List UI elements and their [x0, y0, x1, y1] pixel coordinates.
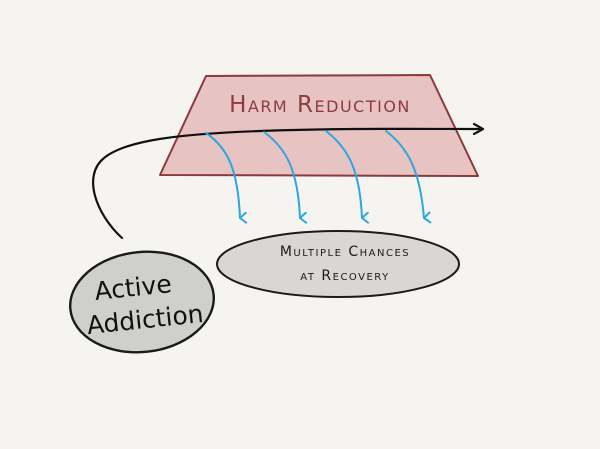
chance-arrow-2: [263, 131, 308, 224]
recovery-label-line1: Multiple Chances: [280, 244, 410, 260]
recovery-node: Multiple Chances at Recovery: [216, 230, 460, 298]
chance-arrows: [205, 130, 432, 224]
harm-reduction-box: Harm Reduction: [159, 74, 479, 177]
recovery-ellipse: [216, 230, 460, 298]
chance-arrow-3: [325, 130, 370, 224]
harm-reduction-shape: [159, 74, 479, 177]
main-path-arrow: [92, 129, 482, 240]
harm-reduction-label: Harm Reduction: [229, 92, 411, 118]
chance-arrow-4: [385, 130, 432, 224]
active-addiction-node: Active Addiction: [69, 250, 215, 354]
active-addiction-ellipse: [69, 250, 215, 354]
chance-arrow-1: [205, 132, 248, 224]
recovery-label-line2: at Recovery: [300, 268, 389, 284]
